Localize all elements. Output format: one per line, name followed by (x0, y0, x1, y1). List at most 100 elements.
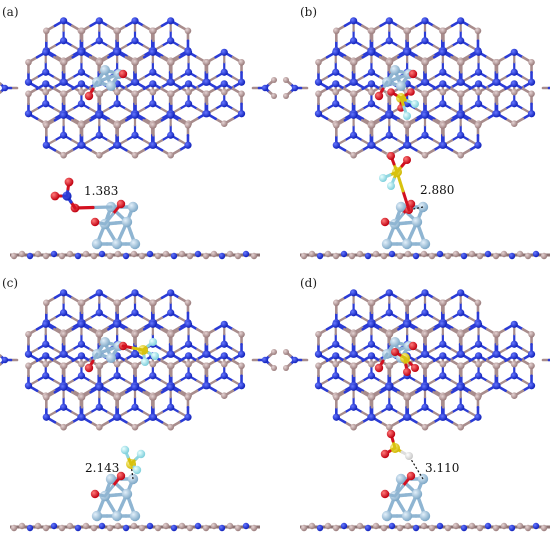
carbon-atom (184, 299, 192, 307)
carbon-atom (132, 362, 139, 370)
carbon-atom (167, 58, 175, 66)
carbon-atom (350, 423, 357, 431)
oxygen-atom (380, 217, 390, 227)
nitrogen-atom (421, 383, 429, 391)
carbon-atom (43, 393, 50, 401)
nitrogen-atom (122, 252, 130, 260)
nitrogen-atom (439, 340, 447, 348)
nitrogen-atom (113, 48, 121, 56)
carbon-atom (421, 423, 429, 431)
carbon-atom (42, 88, 50, 96)
oxygen-atom (50, 191, 60, 201)
oxygen-atom (387, 88, 395, 96)
carbon-atom (528, 362, 535, 370)
nitrogen-atom (194, 522, 202, 530)
nitrogen-atom (385, 309, 393, 317)
carbon-atom (300, 252, 308, 260)
nitrogen-atom (50, 522, 58, 530)
nitrogen-atom (60, 131, 68, 139)
nitrogen-atom (218, 524, 226, 532)
fluorine-atom (379, 174, 387, 182)
nitrogen-atom (460, 524, 468, 532)
nitrogen-atom (474, 352, 483, 360)
nitrogen-atom (332, 413, 340, 421)
nitrogen-atom (404, 413, 412, 421)
distance-label-a: 1.383 (84, 184, 118, 198)
fluorine-atom (132, 465, 142, 475)
nitrogen-atom (74, 252, 82, 260)
carbon-atom (493, 58, 501, 66)
carbon-atom (78, 393, 86, 401)
nitrogen-atom (167, 289, 175, 297)
nitrogen-atom (131, 37, 139, 45)
carbon-atom (154, 524, 162, 532)
nitrogen-atom (184, 100, 193, 108)
carbon-atom (440, 27, 447, 35)
nitrogen-atom (24, 350, 33, 358)
fluorine-atom (120, 445, 130, 455)
carbon-atom (474, 121, 482, 129)
nitrogen-atom (95, 403, 103, 411)
nitrogen-atom (388, 522, 396, 530)
carbon-atom (350, 58, 358, 66)
carbon-atom (386, 362, 394, 370)
carbon-atom (25, 90, 32, 98)
nitrogen-atom (184, 48, 193, 56)
oxygen-atom (84, 363, 94, 373)
dashed-bond (408, 455, 424, 480)
nitrogen-atom (114, 413, 122, 421)
carbon-atom (150, 299, 157, 307)
nitrogen-atom (77, 100, 86, 108)
nitrogen-atom (170, 524, 178, 532)
carbon-atom (283, 365, 289, 371)
panel-b-side-view (300, 152, 550, 260)
fluorine-atom (387, 182, 395, 190)
nitrogen-atom (460, 252, 468, 260)
nitrogen-atom (95, 111, 103, 119)
carbon-atom (138, 524, 146, 532)
nitrogen-atom (367, 100, 376, 108)
nitrogen-atom (510, 48, 518, 56)
carbon-atom (167, 90, 175, 98)
oxygen-atom (380, 449, 390, 459)
carbon-atom (315, 58, 322, 66)
carbon-atom (96, 330, 104, 338)
nitrogen-atom (439, 413, 448, 421)
nitrogen-atom (167, 111, 175, 119)
carbon-atom (132, 58, 139, 66)
hydrogen-atom (405, 452, 413, 460)
nitrogen-atom (98, 522, 106, 530)
nitrogen-atom (367, 320, 376, 328)
carbon-atom (333, 299, 340, 307)
nitrogen-atom (60, 309, 68, 317)
nitrogen-atom (203, 110, 211, 118)
bond (0, 353, 2, 358)
nitrogen-atom (218, 252, 226, 260)
nitrogen-atom (98, 250, 106, 258)
carbon-atom (78, 88, 85, 96)
nitrogen-atom (332, 320, 340, 328)
carbon-atom (34, 250, 42, 258)
nitrogen-atom (42, 48, 50, 56)
oxygen-atom (407, 88, 415, 96)
cluster-atom (390, 337, 400, 347)
cluster-atom (100, 337, 110, 347)
carbon-atom (332, 524, 340, 532)
carbon-atom (492, 252, 500, 260)
carbon-atom (475, 88, 482, 96)
nitrogen-atom (532, 250, 540, 258)
carbon-atom (78, 299, 86, 307)
carbon-atom (524, 524, 532, 532)
nitrogen-atom (340, 522, 348, 530)
nitrogen-atom (203, 382, 211, 390)
nitrogen-atom (95, 309, 103, 317)
carbon-atom (60, 151, 67, 159)
bond (0, 90, 2, 95)
carbon-atom (167, 423, 174, 431)
bond (91, 205, 113, 210)
oxygen-atom (403, 368, 411, 376)
nitrogen-atom (457, 403, 465, 411)
oxygen-atom (64, 177, 74, 187)
nitrogen-atom (113, 100, 121, 108)
